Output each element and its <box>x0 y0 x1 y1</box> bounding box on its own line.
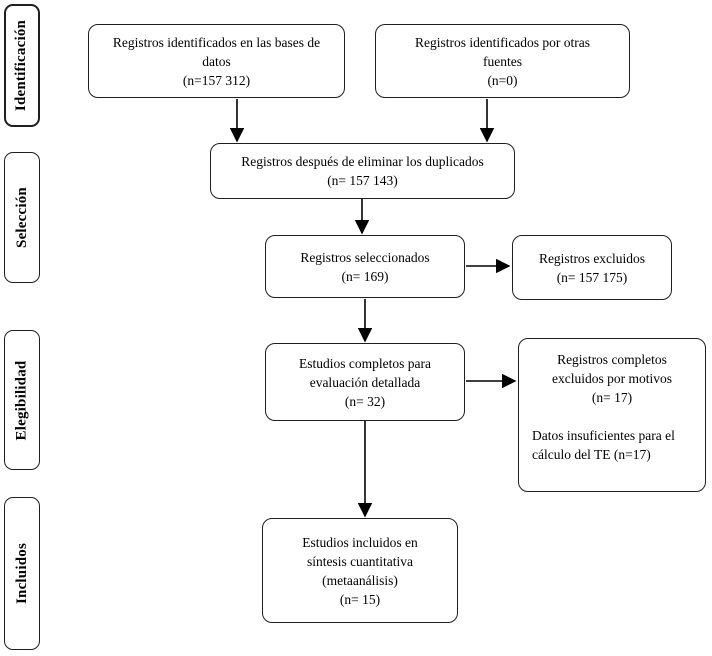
stage-included: Incluidos <box>4 497 40 650</box>
box-fulltext-excluded-reason: Datos insuficientes para el cálculo del … <box>532 428 675 462</box>
box-records-identified-databases-text: Registros identificados en las bases de … <box>112 34 321 88</box>
box-records-screened-text: Registros seleccionados (n= 169) <box>300 249 430 284</box>
box-records-after-duplicates-removed-text: Registros después de eliminar los duplic… <box>241 154 484 188</box>
stage-eligibility: Elegibilidad <box>4 330 40 470</box>
box-fulltext-assessed: Estudios completos para evaluación detal… <box>265 343 465 421</box>
box-records-after-duplicates-removed: Registros después de eliminar los duplic… <box>210 143 515 199</box>
box-fulltext-excluded-main: Registros completos excluidos por motivo… <box>552 352 672 405</box>
stage-included-label: Incluidos <box>13 543 30 604</box>
stage-screening-label: Selección <box>13 187 30 248</box>
box-fulltext-excluded: Registros completos excluidos por motivo… <box>518 338 706 492</box>
box-studies-included-quantitative-text: Estudios incluidos en síntesis cuantitat… <box>302 534 418 607</box>
box-studies-included-quantitative: Estudios incluidos en síntesis cuantitat… <box>262 518 458 623</box>
box-records-identified-other-sources-text: Registros identificados por otras fuente… <box>414 34 591 88</box>
box-fulltext-assessed-text: Estudios completos para evaluación detal… <box>299 355 431 409</box>
box-records-identified-databases: Registros identificados en las bases de … <box>88 24 345 98</box>
stage-eligibility-label: Elegibilidad <box>13 360 30 440</box>
stage-identification-label: Identificación <box>13 19 30 112</box>
box-records-screened: Registros seleccionados (n= 169) <box>265 235 465 298</box>
stage-identification: Identificación <box>4 4 40 127</box>
box-records-excluded-text: Registros excluidos (n= 157 175) <box>538 250 646 285</box>
stage-screening: Selección <box>4 152 40 283</box>
box-records-identified-other-sources: Registros identificados por otras fuente… <box>375 24 630 98</box>
box-records-excluded: Registros excluidos (n= 157 175) <box>512 235 672 300</box>
